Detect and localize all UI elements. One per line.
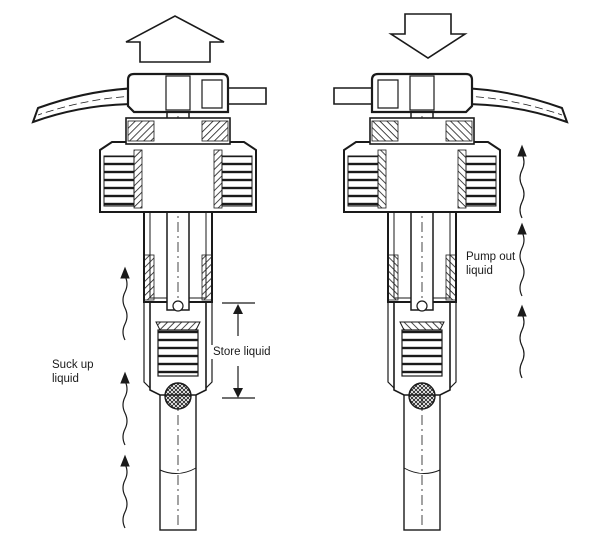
flow-up-arrows-icon <box>517 145 527 379</box>
suck-up-liquid-label: Suck up liquid <box>52 359 94 385</box>
store-range-arrow-icon <box>222 302 255 399</box>
right-pump <box>332 13 569 532</box>
pump-out-liquid-label: Pump out liquid <box>466 251 516 277</box>
flow-up-arrows-icon <box>120 267 130 529</box>
store-liquid-label: Store liquid <box>211 345 273 359</box>
up-arrow-icon <box>125 15 225 63</box>
down-arrow-icon <box>388 13 468 59</box>
left-pump <box>31 15 268 532</box>
